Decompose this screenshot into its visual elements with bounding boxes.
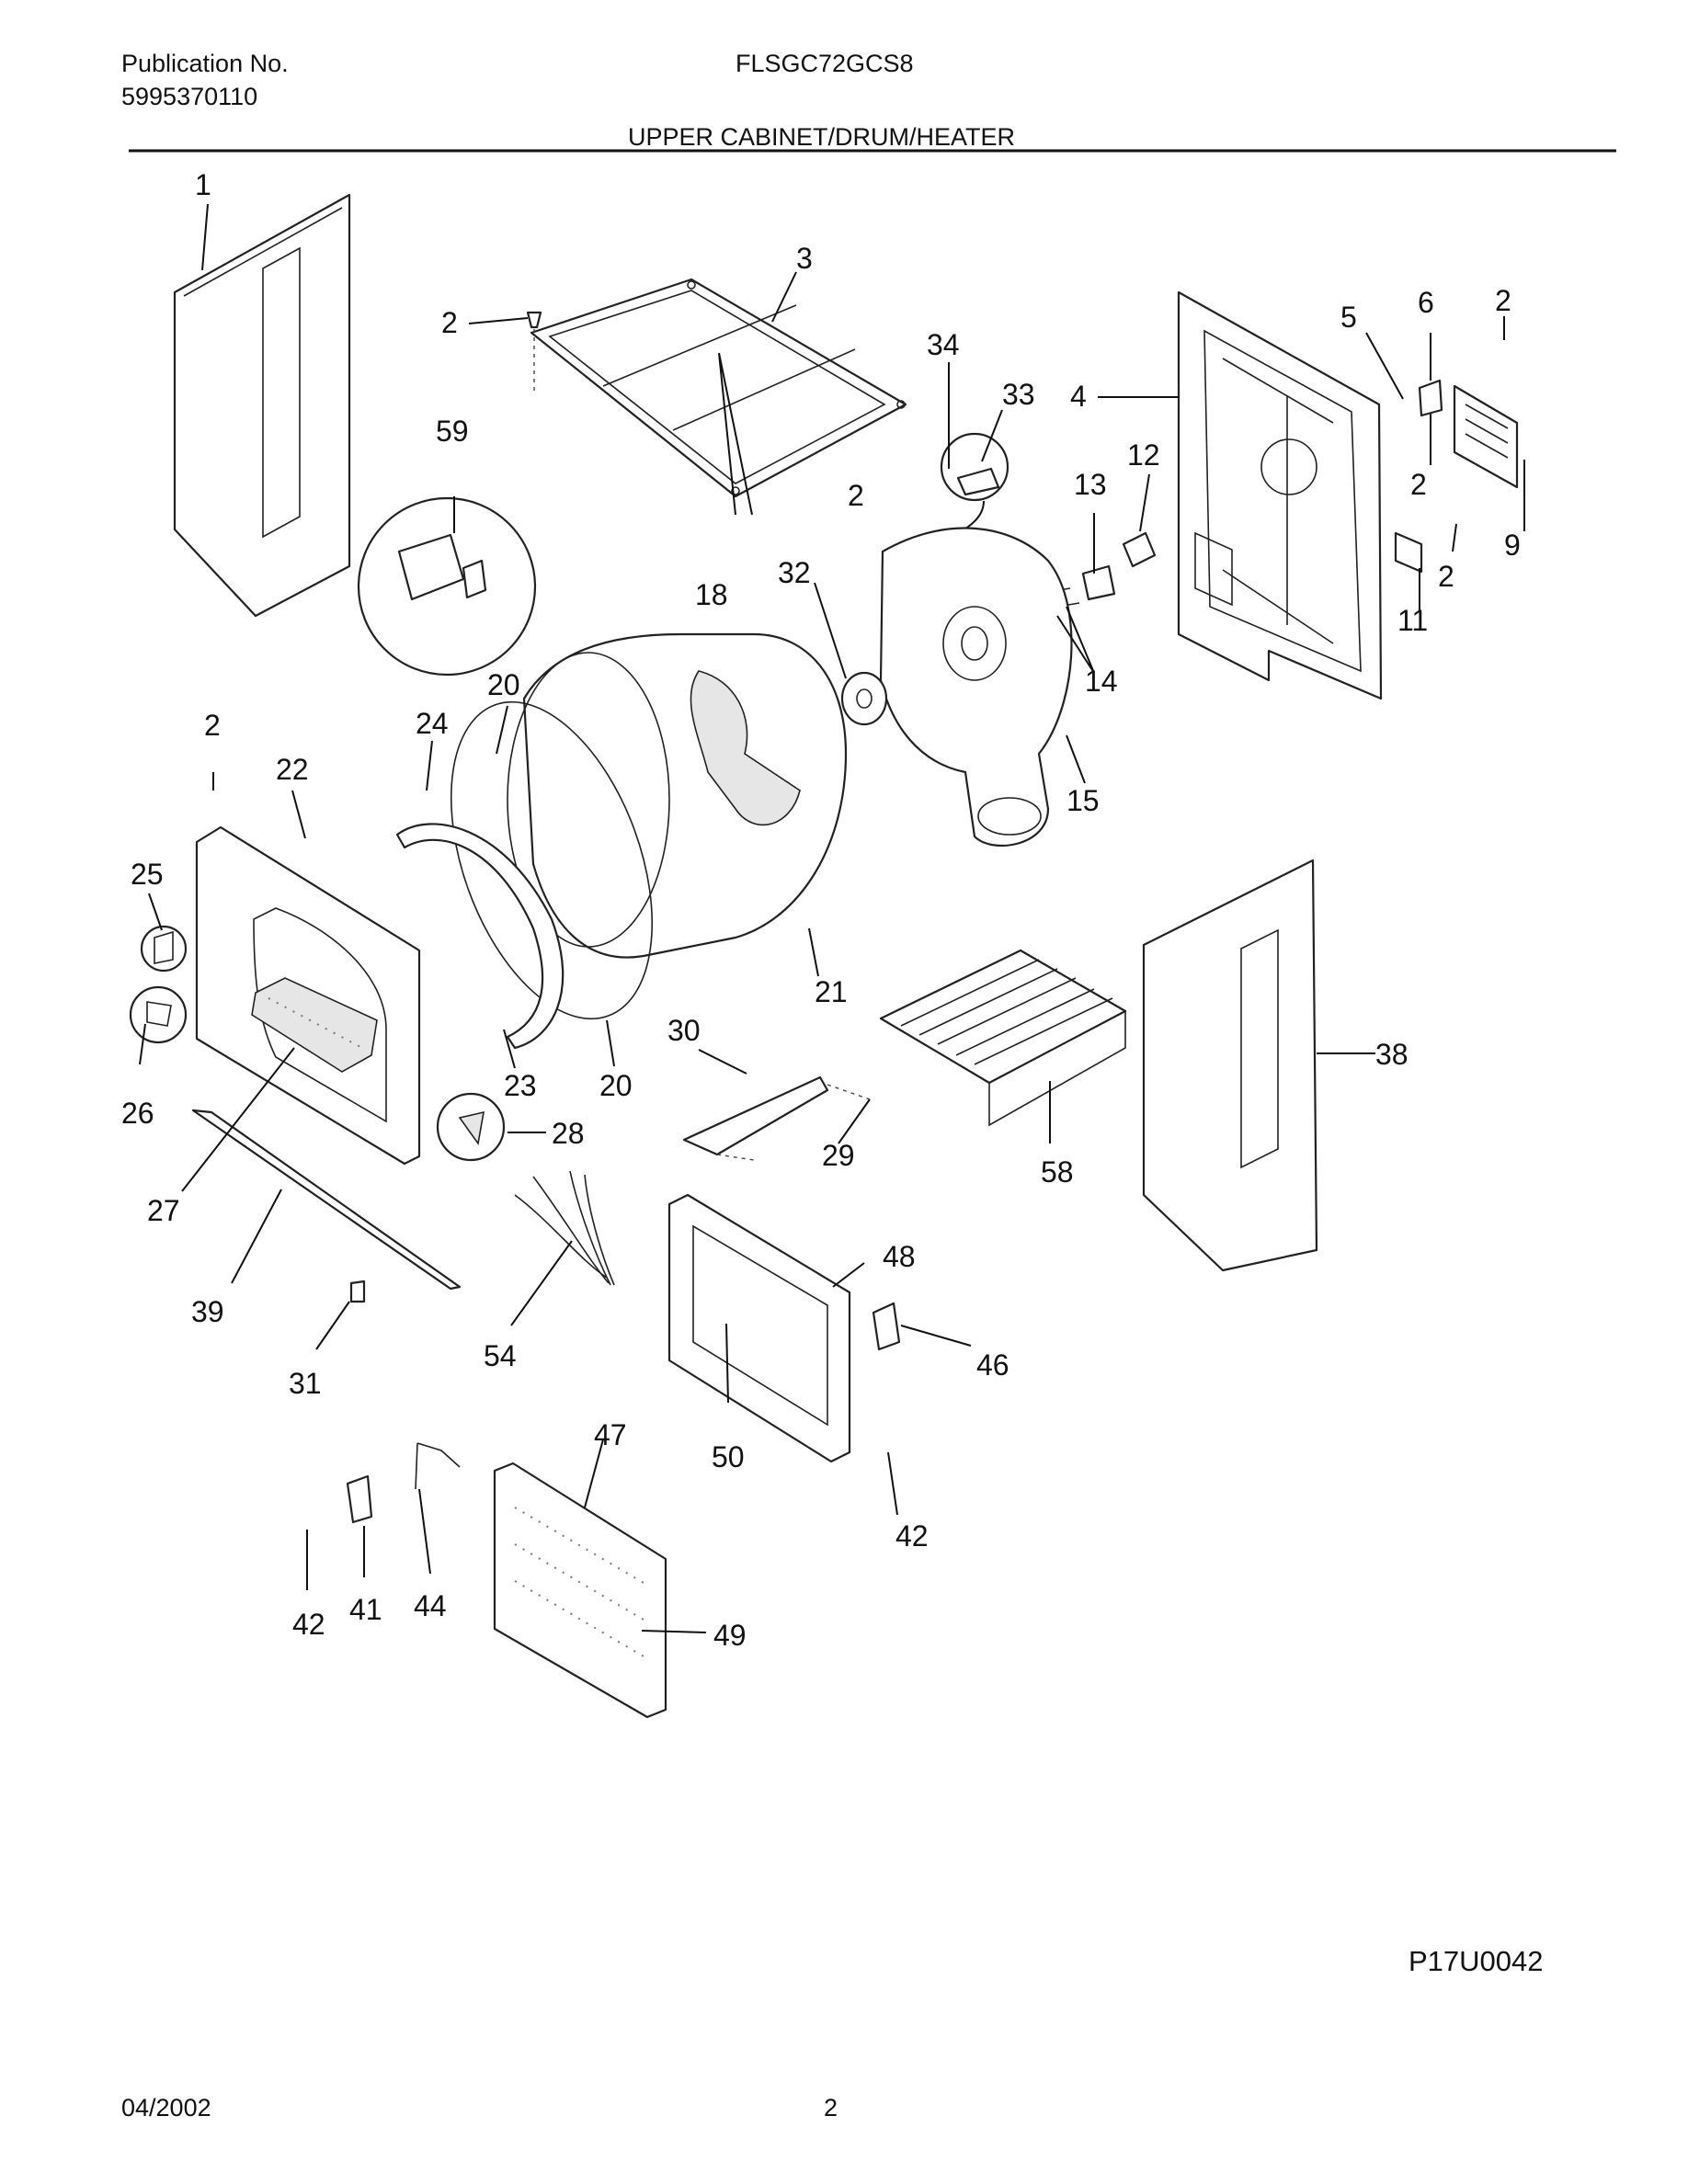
part-28-knob-detail	[436, 1092, 506, 1162]
part-20-felt-seal	[450, 700, 654, 1020]
part-6-small-bracket	[1418, 379, 1443, 417]
callout-23: 23	[504, 1069, 537, 1102]
callout-21: 21	[815, 975, 848, 1008]
part-54-wire-harness	[514, 1170, 615, 1286]
callout-33: 33	[1002, 378, 1035, 411]
callout-11: 11	[1397, 604, 1428, 637]
callout-29: 29	[822, 1139, 855, 1172]
callout-47: 47	[594, 1418, 627, 1451]
part-44-wire	[415, 1442, 461, 1490]
part-11-plate	[1394, 531, 1423, 574]
callout-30: 30	[667, 1014, 701, 1047]
part-29-screws	[716, 1084, 871, 1161]
callout-48: 48	[883, 1240, 916, 1273]
callout-20: 20	[487, 668, 520, 701]
part-31-fastener	[349, 1280, 366, 1303]
footer-date: 04/2002	[121, 2094, 211, 2121]
model-number: FLSGC72GCS8	[736, 50, 914, 77]
part-32-drum-seal	[840, 671, 888, 726]
callout-2: 2	[1495, 284, 1511, 317]
callout-41: 41	[349, 1593, 382, 1626]
part-48-door-panel	[667, 1193, 851, 1463]
callout-4: 4	[1070, 380, 1087, 413]
callout-2: 2	[441, 306, 458, 339]
part-27-lint-filter	[251, 977, 378, 1073]
publication-label: Publication No.	[121, 50, 289, 77]
part-23-24-front-seal	[395, 823, 565, 1050]
part-1-left-side-panel	[173, 193, 351, 618]
callout-42: 42	[292, 1608, 325, 1641]
callout-14: 14	[1085, 665, 1118, 698]
callout-38: 38	[1375, 1038, 1409, 1071]
figure-code: P17U0042	[1409, 1945, 1544, 1977]
part-59-terminal-block-detail	[357, 496, 537, 677]
callout-2: 2	[848, 479, 864, 512]
part-38-right-side-panel	[1142, 859, 1318, 1272]
part-41-hinge	[346, 1474, 373, 1524]
callout-42: 42	[895, 1519, 929, 1553]
part-47-inner-door-panel	[493, 1462, 667, 1719]
callout-49: 49	[713, 1619, 747, 1652]
part-4-rear-panel	[1177, 290, 1383, 700]
callout-39: 39	[191, 1295, 224, 1328]
leader-lines	[139, 203, 1525, 1633]
part-2-screw-top	[526, 311, 542, 393]
callout-13: 13	[1074, 468, 1107, 501]
part-46-door-handle	[872, 1302, 901, 1351]
part-26-switch-detail	[129, 985, 188, 1044]
part-25-switch-detail	[140, 925, 188, 973]
callout-25: 25	[131, 858, 164, 891]
part-39-toe-kick	[191, 1109, 462, 1291]
callout-44: 44	[414, 1589, 447, 1622]
callout-28: 28	[552, 1117, 585, 1150]
page-number: 2	[824, 2094, 838, 2121]
callout-2: 2	[204, 709, 221, 742]
callout-24: 24	[416, 707, 449, 740]
callout-31: 31	[289, 1367, 322, 1400]
callout-2: 2	[1410, 468, 1427, 501]
callout-26: 26	[121, 1097, 154, 1130]
callout-1: 1	[195, 168, 211, 201]
callout-20: 20	[599, 1069, 633, 1102]
part-58-drying-rack	[879, 949, 1127, 1127]
callout-6: 6	[1418, 286, 1434, 319]
callout-22: 22	[276, 753, 309, 786]
part-50-door-inner	[692, 1224, 828, 1427]
part-12-thermal-fuse	[1122, 531, 1157, 568]
callout-12: 12	[1127, 438, 1160, 472]
callout-labels: 1 3 2 34 33 4 5 6 2 59 2 13 12 2 9 2 11 …	[121, 168, 1521, 1652]
callout-15: 15	[1066, 784, 1100, 817]
callout-9: 9	[1504, 529, 1521, 562]
callout-34: 34	[927, 328, 960, 361]
part-9-cover-plate	[1453, 384, 1519, 489]
callout-2: 2	[1438, 560, 1454, 593]
part-30-bracket	[682, 1075, 829, 1156]
part-13-bracket	[1081, 564, 1116, 601]
part-3-top-cover	[530, 278, 907, 498]
callout-50: 50	[712, 1440, 745, 1473]
callout-18: 18	[695, 578, 728, 611]
publication-number: 5995370110	[121, 83, 258, 110]
callout-3: 3	[796, 242, 813, 275]
callout-59: 59	[436, 415, 469, 448]
callout-27: 27	[147, 1194, 180, 1227]
callout-46: 46	[976, 1348, 1009, 1382]
part-21-drum	[507, 632, 848, 959]
callout-5: 5	[1340, 301, 1357, 334]
callout-54: 54	[484, 1339, 517, 1372]
callout-58: 58	[1041, 1155, 1074, 1189]
callout-32: 32	[778, 556, 811, 589]
section-title: UPPER CABINET/DRUM/HEATER	[628, 123, 1016, 151]
part-15-blower-housing	[879, 527, 1073, 847]
